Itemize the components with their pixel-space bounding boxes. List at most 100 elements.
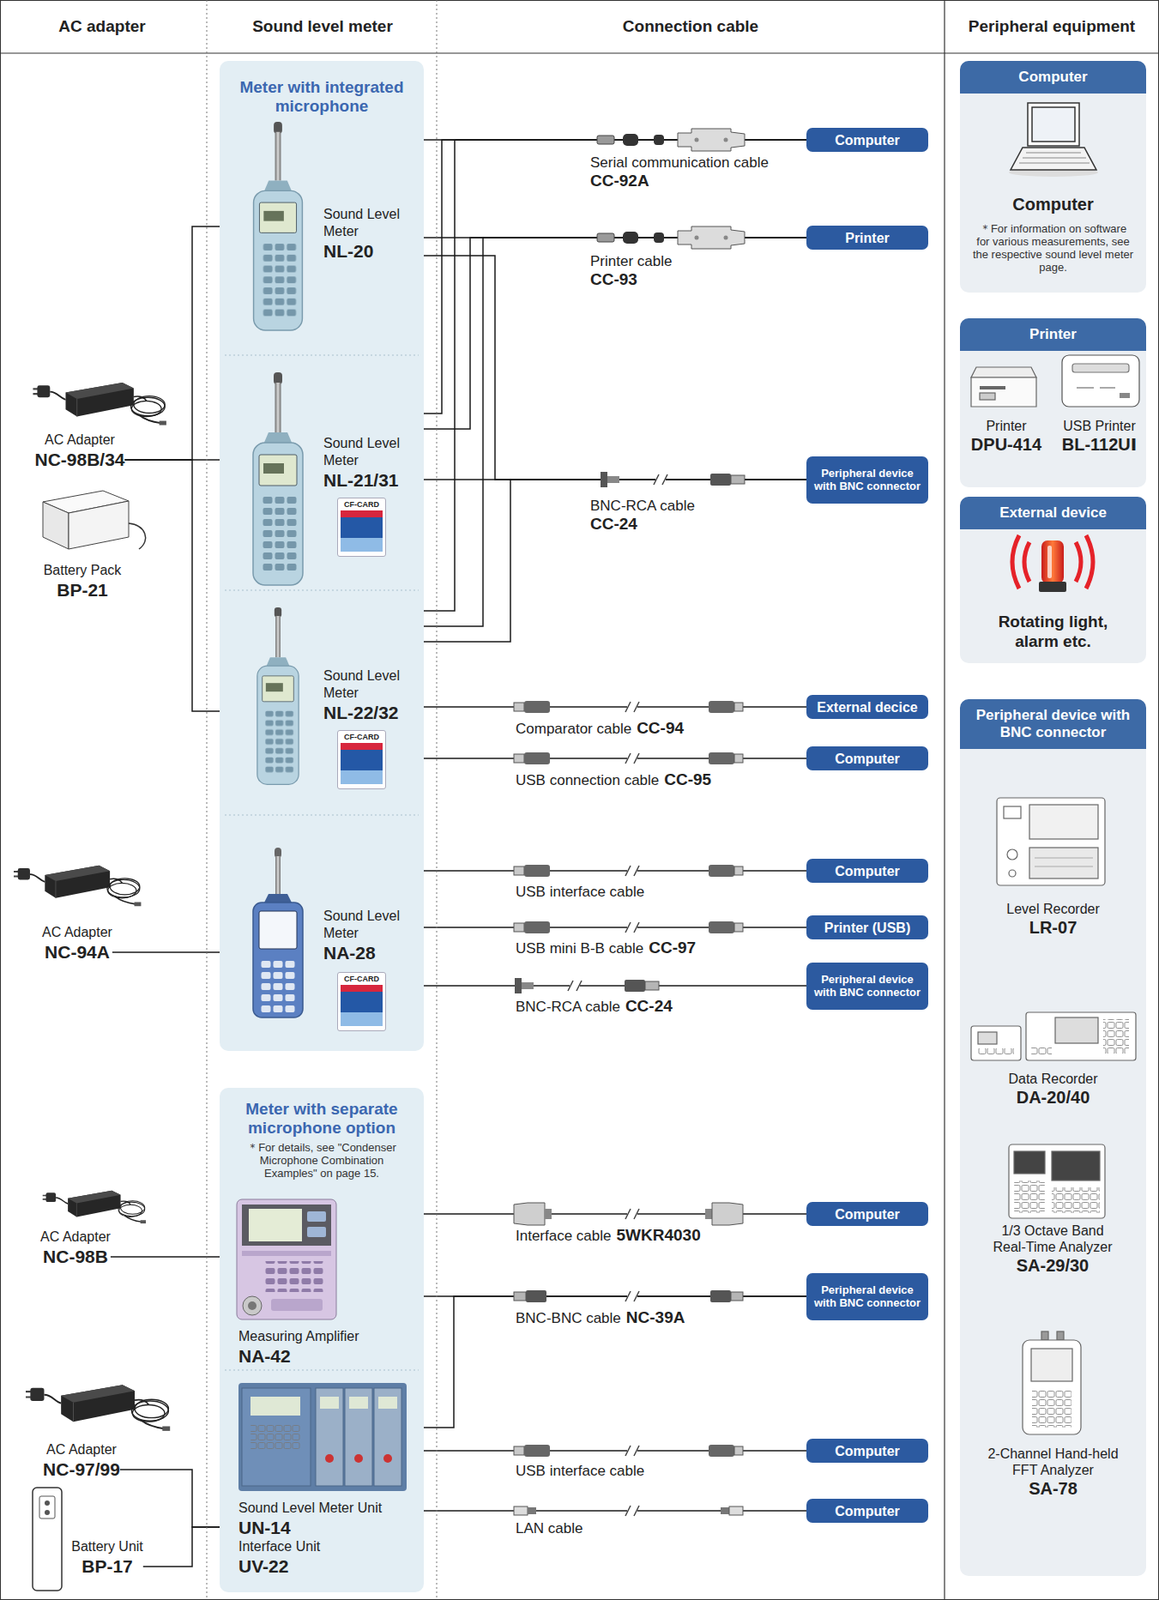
text-group: Computer: [811, 132, 924, 149]
amplifier-drawing: [247, 1301, 257, 1310]
text-group: Computer: [811, 750, 924, 767]
panel-background: [959, 699, 1147, 1576]
text-group: AC AdapterNC-98B: [40, 1228, 111, 1268]
text-group: Computer: [811, 1206, 924, 1223]
box-label: Printer: [811, 229, 924, 247]
connection-line: [423, 479, 807, 642]
device-name: Sound Level Meter: [323, 907, 418, 942]
note-text: ＊For details, see "Condenser Microphone …: [233, 1140, 411, 1180]
amplifier-drawing: [307, 1226, 326, 1238]
device-name: AC Adapter: [42, 923, 113, 942]
analyzer-drawing: [1008, 1144, 1105, 1219]
cable-code: CC-95: [664, 770, 712, 790]
meter-drawing: [253, 121, 303, 1018]
box-label: Computer: [811, 750, 924, 767]
device-name: Printer: [961, 417, 1051, 435]
cable-code: 5WKR4030: [616, 1225, 701, 1245]
power-supply-drawing: [44, 1509, 50, 1516]
device-box: Computer: [806, 746, 929, 771]
recorder-drawing: [1034, 857, 1093, 867]
panel-background: [959, 60, 1147, 293]
text-group: Meter with separate microphone option: [228, 1099, 416, 1138]
printer-drawing: [971, 355, 1140, 407]
unit-drawing: [319, 1396, 339, 1409]
column-header: Connection cable: [622, 17, 759, 37]
peripheral-panel: Peripheral device with BNC connectorLeve…: [959, 699, 1147, 1576]
model-number: Computer: [966, 193, 1140, 215]
printer-drawing: [979, 392, 996, 400]
connection-line: [423, 139, 807, 414]
alarm-light-drawing: [1075, 542, 1081, 582]
alarm-light-drawing: [1086, 535, 1093, 589]
cable-name: USB connection cable: [515, 772, 659, 790]
text-group: Printer: [959, 318, 1147, 351]
cable-drawing: [513, 1290, 743, 1303]
panel-heading: Meter with integrated microphone: [228, 78, 416, 116]
device-box: Computer: [806, 127, 929, 152]
peripheral-panel: PrinterPrinterDPU-414USB PrinterBL-112UⅠ: [959, 318, 1147, 488]
note-text: ＊For information on software for various…: [971, 222, 1135, 274]
peripheral-panel: External deviceRotating light, alarm etc…: [959, 496, 1147, 664]
device-box: Computer: [806, 1438, 929, 1463]
meter-drawing: [257, 607, 299, 785]
frame: [436, 0, 438, 1600]
cable-drawing: [600, 471, 745, 488]
recorder-drawing: [1031, 1046, 1052, 1056]
model-number: NL-21/31: [323, 469, 418, 491]
text-group: ＊For details, see "Condenser Microphone …: [233, 1140, 411, 1180]
connection-line: [423, 1449, 807, 1452]
panel-heading: Meter with separate microphone option: [228, 1099, 416, 1138]
text-group: Measuring AmplifierNA-42: [238, 1328, 411, 1367]
text-group: AC AdapterNC-97/99: [42, 1441, 121, 1480]
alarm-light-drawing: [1038, 581, 1067, 592]
alarm-light-drawing: [1012, 535, 1020, 589]
unit-drawing: [374, 1388, 402, 1486]
text-group: Sound Level MeterNA-28: [323, 907, 418, 964]
unit-drawing: [250, 1424, 301, 1450]
text-group: Meter with integrated microphone: [228, 78, 416, 116]
cable-name: USB mini B-B cable: [515, 940, 644, 958]
text-group: Battery PackBP-21: [43, 561, 122, 601]
power-source: AC AdapterNC-94A: [42, 923, 113, 963]
recorder-drawing: [977, 1048, 1015, 1056]
box-label: Computer: [811, 132, 924, 149]
device-box: Computer: [806, 1201, 929, 1226]
column-header: Peripheral equipment: [968, 17, 1135, 37]
power-supply-drawing: [32, 1487, 62, 1591]
cable-name: USB interface cable: [515, 1462, 645, 1480]
cable-drawing: [513, 921, 743, 934]
model-number: NA-28: [323, 941, 418, 964]
memory-card: CF-CARD: [337, 497, 387, 557]
alarm-light-drawing: [1047, 545, 1052, 579]
cable-drawing: [513, 128, 745, 1517]
text-group: CF-CARD: [337, 969, 387, 1032]
device-name: Measuring Amplifier: [238, 1328, 411, 1346]
text-group: Rotating light, alarm etc.: [975, 611, 1131, 652]
cable-drawing: [513, 1504, 743, 1517]
amplifier-drawing: [248, 1208, 302, 1242]
connection-line: [423, 1296, 807, 1428]
text-group: Peripheral device with BNC connector: [959, 699, 1147, 749]
connection-line: [423, 237, 807, 429]
amplifier-drawing: [241, 1204, 332, 1246]
connection-line: [125, 459, 220, 712]
connection-line: [423, 984, 807, 987]
device-name: USB Printer: [1054, 417, 1145, 435]
section-divider: [224, 1370, 419, 1371]
box-label: Peripheral device with BNC connector: [811, 1283, 924, 1310]
panel-background: [959, 496, 1147, 664]
recorder-drawing: [1103, 1019, 1129, 1054]
alarm-light-drawing: [1012, 535, 1093, 592]
device-name: Sound Level Meter Unit: [238, 1499, 419, 1517]
computer-drawing: [1027, 102, 1080, 146]
connection-line: [423, 926, 807, 929]
model-number: BP-17: [71, 1555, 144, 1577]
printer-drawing: [1072, 363, 1129, 373]
unit-drawing: [250, 1396, 301, 1416]
unit-drawing: [383, 1454, 393, 1463]
computer-drawing: [1008, 102, 1099, 177]
unit-drawing: [325, 1454, 334, 1463]
cable-drawing: [513, 700, 743, 713]
recorder-drawing: [1026, 1012, 1136, 1061]
